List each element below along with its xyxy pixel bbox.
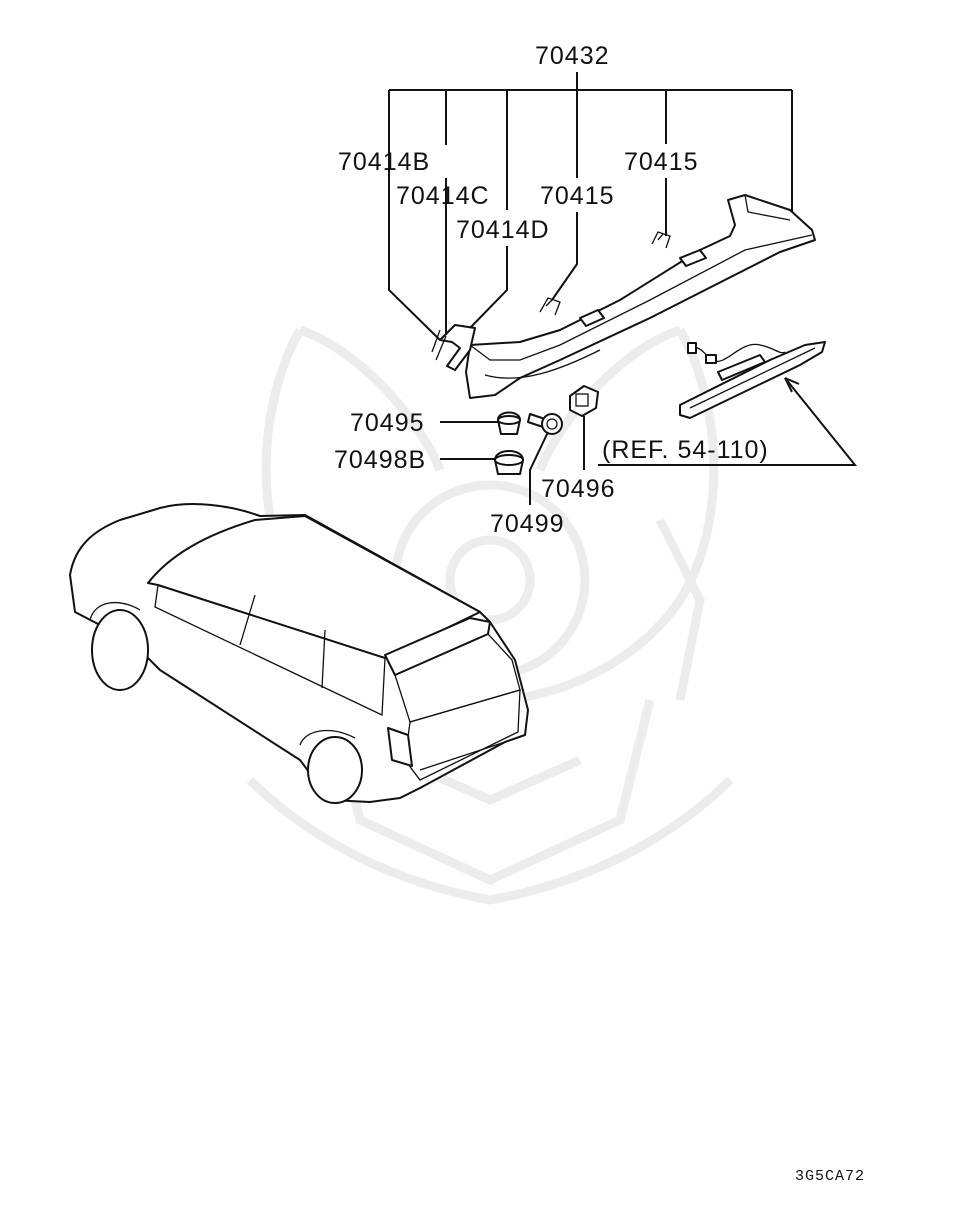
label-70496: 70496 xyxy=(541,475,616,503)
fastener-hardware xyxy=(494,385,599,475)
label-70414b: 70414B xyxy=(338,148,430,176)
label-70415-upper: 70415 xyxy=(624,148,699,176)
label-70432: 70432 xyxy=(535,42,610,70)
label-70415-lower: 70415 xyxy=(540,182,615,210)
label-70498b: 70498B xyxy=(334,446,426,474)
rear-spoiler xyxy=(431,194,816,399)
label-70495: 70495 xyxy=(350,409,425,437)
stop-lamp xyxy=(679,341,826,419)
label-70414c: 70414C xyxy=(396,182,490,210)
label-70499: 70499 xyxy=(490,510,565,538)
vehicle-illustration xyxy=(69,503,529,804)
leader-lines xyxy=(388,72,858,505)
label-ref-54-110: (REF. 54-110) xyxy=(602,436,769,464)
label-70414d: 70414D xyxy=(456,216,550,244)
diagram-code: 3G5CA72 xyxy=(795,1168,865,1185)
